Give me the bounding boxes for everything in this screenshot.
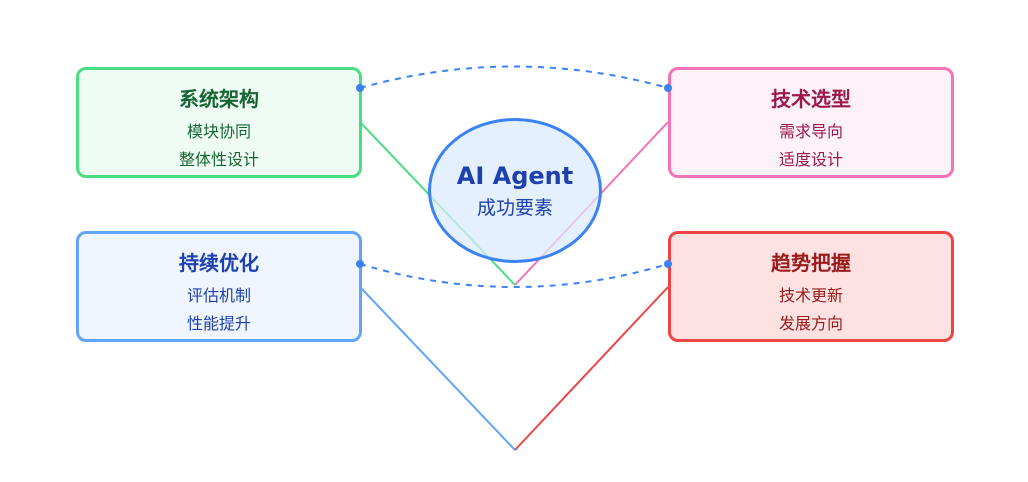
- center-subtitle: 成功要素: [476, 196, 553, 219]
- card-detail: 需求导向: [778, 122, 843, 141]
- center-title: AI Agent: [456, 161, 574, 190]
- card-detail: 技术更新: [778, 286, 843, 305]
- card-trend-awareness: 趋势把握 技术更新 发展方向: [668, 231, 954, 342]
- card-title: 趋势把握: [771, 251, 851, 275]
- card-detail: 性能提升: [186, 314, 251, 333]
- middle-dashed-arc: [359, 263, 669, 288]
- card-detail: 适度设计: [778, 150, 843, 169]
- connector-optimization-line: [359, 286, 516, 451]
- connector-trend-line: [514, 286, 669, 451]
- card-detail: 整体性设计: [178, 150, 259, 169]
- card-title: 持续优化: [179, 251, 259, 275]
- card-system-architecture: 系统架构 模块协同 整体性设计: [76, 67, 362, 178]
- connector-dot: [356, 84, 364, 92]
- card-continuous-optimization: 持续优化 评估机制 性能提升: [76, 231, 362, 342]
- card-tech-selection: 技术选型 需求导向 适度设计: [668, 67, 954, 178]
- connector-dot: [664, 84, 672, 92]
- connector-dot: [356, 260, 364, 268]
- top-dashed-arc: [359, 65, 669, 89]
- card-detail: 评估机制: [186, 286, 251, 305]
- card-title: 系统架构: [179, 87, 259, 111]
- center-node: AI Agent 成功要素: [428, 118, 602, 263]
- connector-dot: [664, 260, 672, 268]
- card-detail: 模块协同: [186, 122, 251, 141]
- card-detail: 发展方向: [778, 314, 843, 333]
- card-title: 技术选型: [771, 87, 851, 111]
